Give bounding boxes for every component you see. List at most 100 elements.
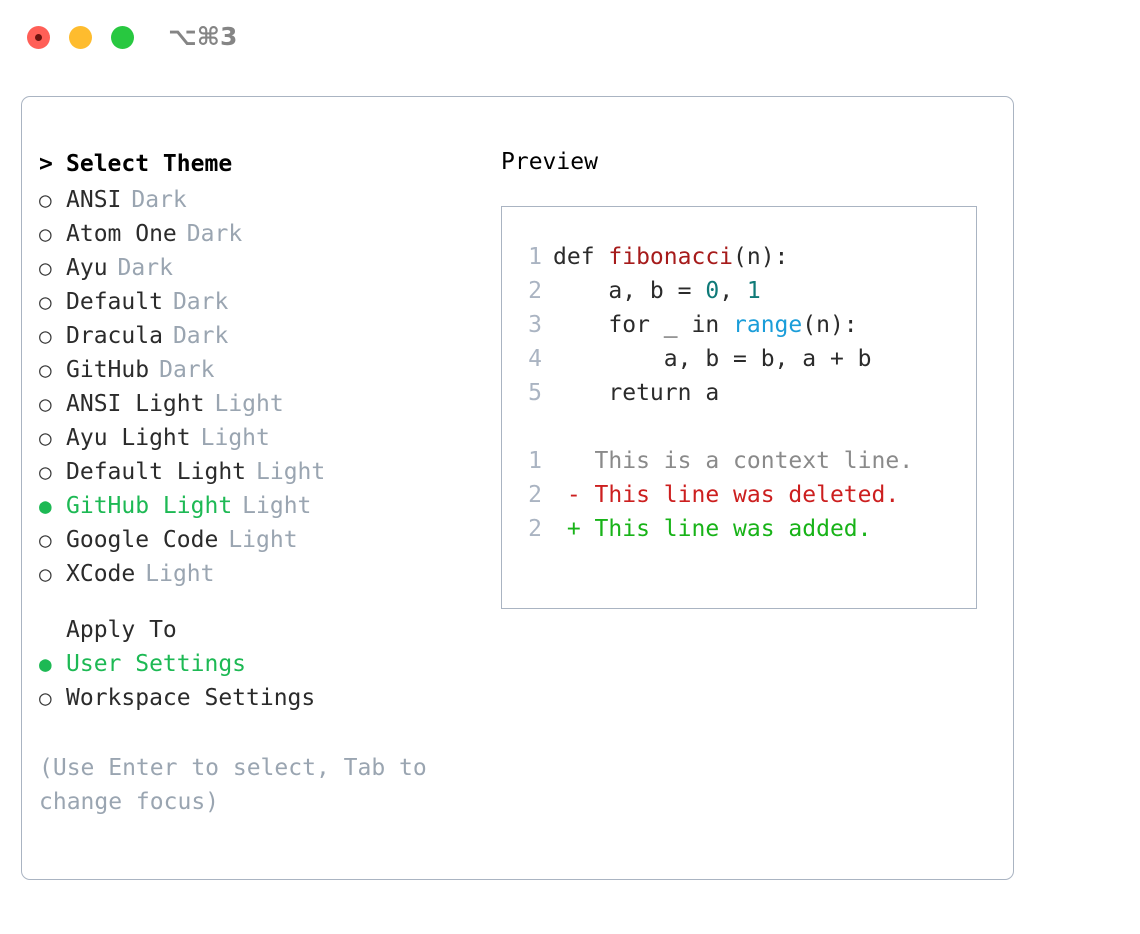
line-number: 4 — [528, 346, 542, 372]
theme-variant-tag: Light — [214, 391, 284, 417]
theme-list-item[interactable]: ○ GitHub Dark — [39, 357, 479, 391]
keyboard-shortcut-label: ⌥⌘3 — [168, 22, 238, 51]
code-token: return a — [553, 380, 720, 406]
line-number: 2 — [528, 482, 542, 508]
theme-variant-tag: Light — [256, 459, 326, 485]
radio-unselected-icon: ○ — [39, 528, 52, 552]
theme-list-item[interactable]: ● GitHub Light Light — [39, 493, 479, 527]
code-token: 0 — [705, 278, 720, 304]
radio-unselected-icon: ○ — [39, 686, 52, 710]
caret-icon: > — [39, 151, 53, 177]
keyboard-hint: (Use Enter to select, Tab to change focu… — [39, 755, 441, 815]
radio-unselected-icon: ○ — [39, 358, 52, 382]
radio-unselected-icon: ○ — [39, 426, 52, 450]
theme-list-item[interactable]: ○ Dracula Dark — [39, 323, 479, 357]
code-token: , — [719, 278, 747, 304]
diff-line: 2 + This line was added. — [516, 516, 976, 550]
diff-marker: + — [553, 516, 581, 542]
code-token: def — [553, 244, 609, 270]
line-number: 1 — [528, 244, 542, 270]
radio-unselected-icon: ○ — [39, 256, 52, 280]
theme-name: Dracula — [66, 323, 163, 349]
code-token: a, b = b, a + b — [553, 346, 872, 372]
theme-variant-tag: Light — [242, 493, 312, 519]
code-line: 1 def fibonacci(n): — [516, 244, 976, 278]
theme-variant-tag: Light — [228, 527, 298, 553]
radio-unselected-icon: ○ — [39, 460, 52, 484]
code-token: range — [733, 312, 803, 338]
code-token: a, b = — [553, 278, 706, 304]
theme-list-item[interactable]: ○ Ayu Dark — [39, 255, 479, 289]
diff-preview: 1 This is a context line.2 - This line w… — [516, 448, 976, 550]
code-line: 2 a, b = 0, 1 — [516, 278, 976, 312]
diff-text: This is a context line. — [580, 448, 914, 474]
radio-unselected-icon: ○ — [39, 392, 52, 416]
select-theme-header: > Select Theme — [39, 151, 479, 187]
code-line: 4 a, b = b, a + b — [516, 346, 976, 380]
window-controls — [27, 26, 134, 49]
theme-name: Default Light — [66, 459, 247, 485]
theme-list-item[interactable]: ○ Default Dark — [39, 289, 479, 323]
apply-to-label: Apply To — [66, 617, 177, 643]
theme-variant-tag: Dark — [172, 289, 229, 315]
apply-to-option[interactable]: ○ Workspace Settings — [39, 685, 479, 719]
theme-list-item[interactable]: ○ Default Light Light — [39, 459, 479, 493]
theme-name: Ayu — [66, 255, 108, 281]
theme-variant-tag: Dark — [159, 357, 215, 383]
list-spacer — [39, 595, 479, 617]
apply-to-list: ●User Settings○ Workspace Settings — [39, 651, 479, 719]
apply-to-option[interactable]: ●User Settings — [39, 651, 479, 685]
apply-to-option-label: Workspace Settings — [66, 685, 316, 711]
code-token: fibonacci — [608, 244, 734, 270]
theme-list-item[interactable]: ○ Ayu Light Light — [39, 425, 479, 459]
theme-variant-tag: Dark — [172, 323, 229, 349]
theme-name: GitHub Light — [66, 493, 233, 519]
apply-to-option-label: User Settings — [66, 651, 247, 677]
code-token: 1 — [746, 278, 761, 304]
radio-unselected-icon: ○ — [39, 562, 52, 586]
radio-unselected-icon: ○ — [39, 324, 52, 348]
radio-unselected-icon: ○ — [39, 290, 52, 314]
theme-variant-tag: Light — [145, 561, 215, 587]
line-number: 3 — [528, 312, 542, 338]
select-theme-title: Select Theme — [66, 151, 233, 177]
window-titlebar: ⌥⌘3 — [0, 0, 1140, 76]
diff-text: This line was added. — [580, 516, 872, 542]
theme-variant-tag: Dark — [186, 221, 243, 247]
radio-selected-icon: ● — [39, 494, 52, 518]
theme-name: ANSI — [66, 187, 122, 213]
preview-gap — [516, 414, 976, 448]
line-number: 2 — [528, 516, 542, 542]
diff-line: 2 - This line was deleted. — [516, 482, 976, 516]
theme-name: XCode — [66, 561, 136, 587]
minimize-button[interactable] — [69, 26, 92, 49]
diff-marker — [553, 448, 581, 474]
line-number: 2 — [528, 278, 542, 304]
close-button[interactable] — [27, 26, 50, 49]
theme-name: Default — [66, 289, 163, 315]
diff-text: This line was deleted. — [580, 482, 900, 508]
preview-title: Preview — [501, 149, 598, 175]
theme-list-item[interactable]: ○ XCode Light — [39, 561, 479, 595]
theme-variant-tag: Dark — [131, 187, 187, 213]
theme-variant-tag: Dark — [117, 255, 173, 281]
diff-marker: - — [553, 482, 581, 508]
theme-variant-tag: Light — [200, 425, 270, 451]
code-token: (n): — [733, 244, 789, 270]
maximize-button[interactable] — [111, 26, 134, 49]
diff-line: 1 This is a context line. — [516, 448, 976, 482]
theme-name: GitHub — [66, 357, 150, 383]
theme-name: Atom One — [66, 221, 177, 247]
theme-name: Ayu Light — [66, 425, 191, 451]
